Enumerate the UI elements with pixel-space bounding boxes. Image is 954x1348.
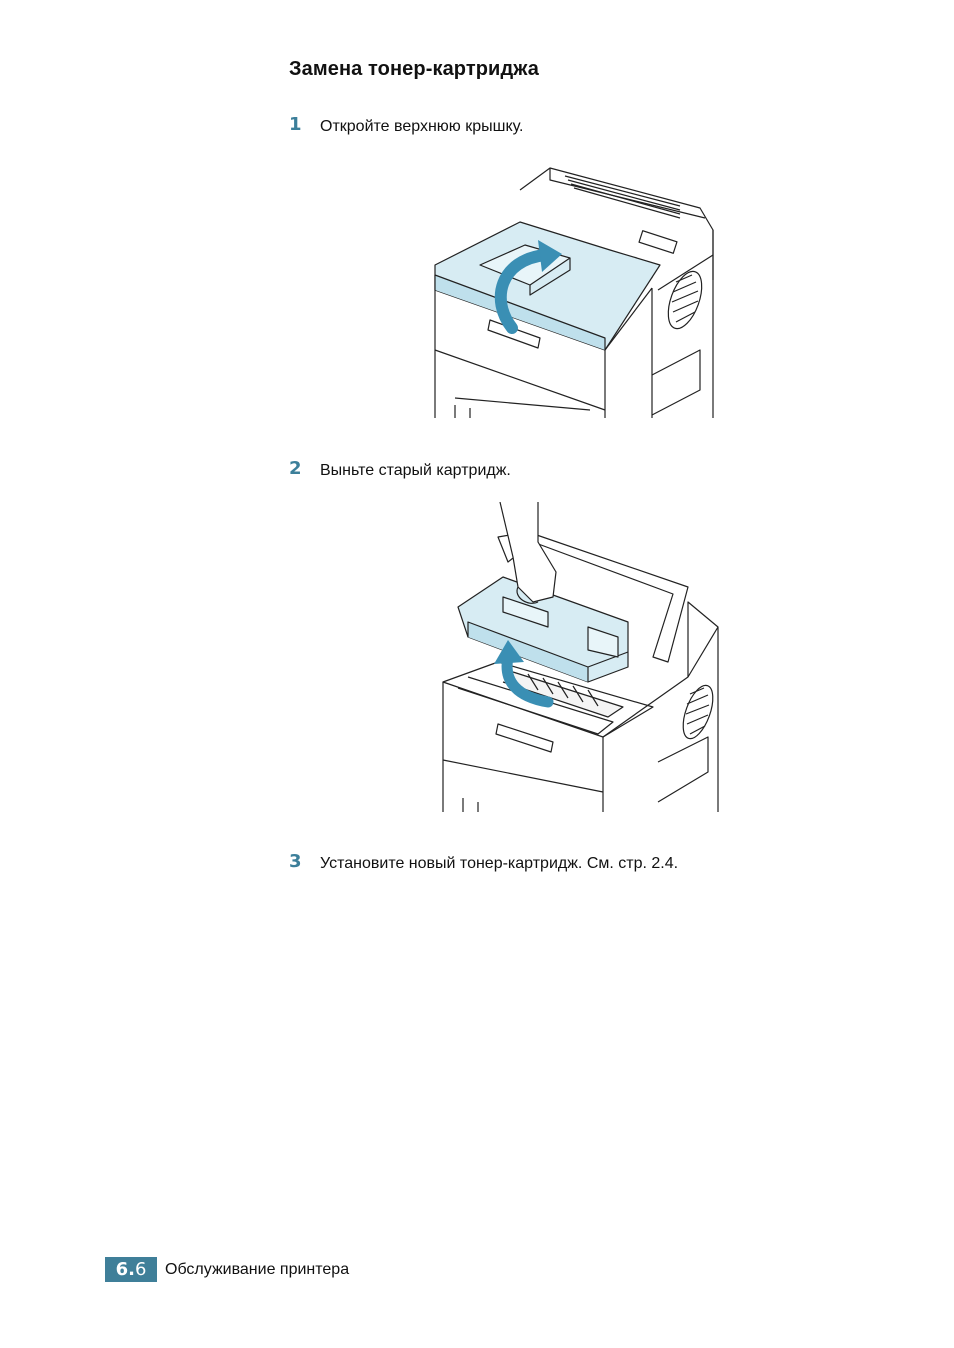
- step-2-number: 2: [289, 458, 302, 479]
- step-1-number: 1: [289, 114, 302, 135]
- page-number-badge: 6.6: [105, 1257, 157, 1282]
- footer-section-title: Обслуживание принтера: [165, 1261, 350, 1278]
- chapter-number: 6.: [115, 1259, 135, 1280]
- page-number: 6: [134, 1259, 147, 1280]
- step-2-text: Выньте старый картридж.: [320, 462, 511, 479]
- step-3-text: Установите новый тонер-картридж. См. стр…: [320, 855, 679, 872]
- printer-remove-cartridge-illustration: [442, 502, 719, 812]
- page-title: Замена тонер-картриджа: [289, 58, 539, 80]
- printer-open-cover-illustration: [434, 167, 714, 418]
- step-1-text: Откройте верхнюю крышку.: [320, 118, 524, 135]
- step-3-number: 3: [289, 851, 302, 872]
